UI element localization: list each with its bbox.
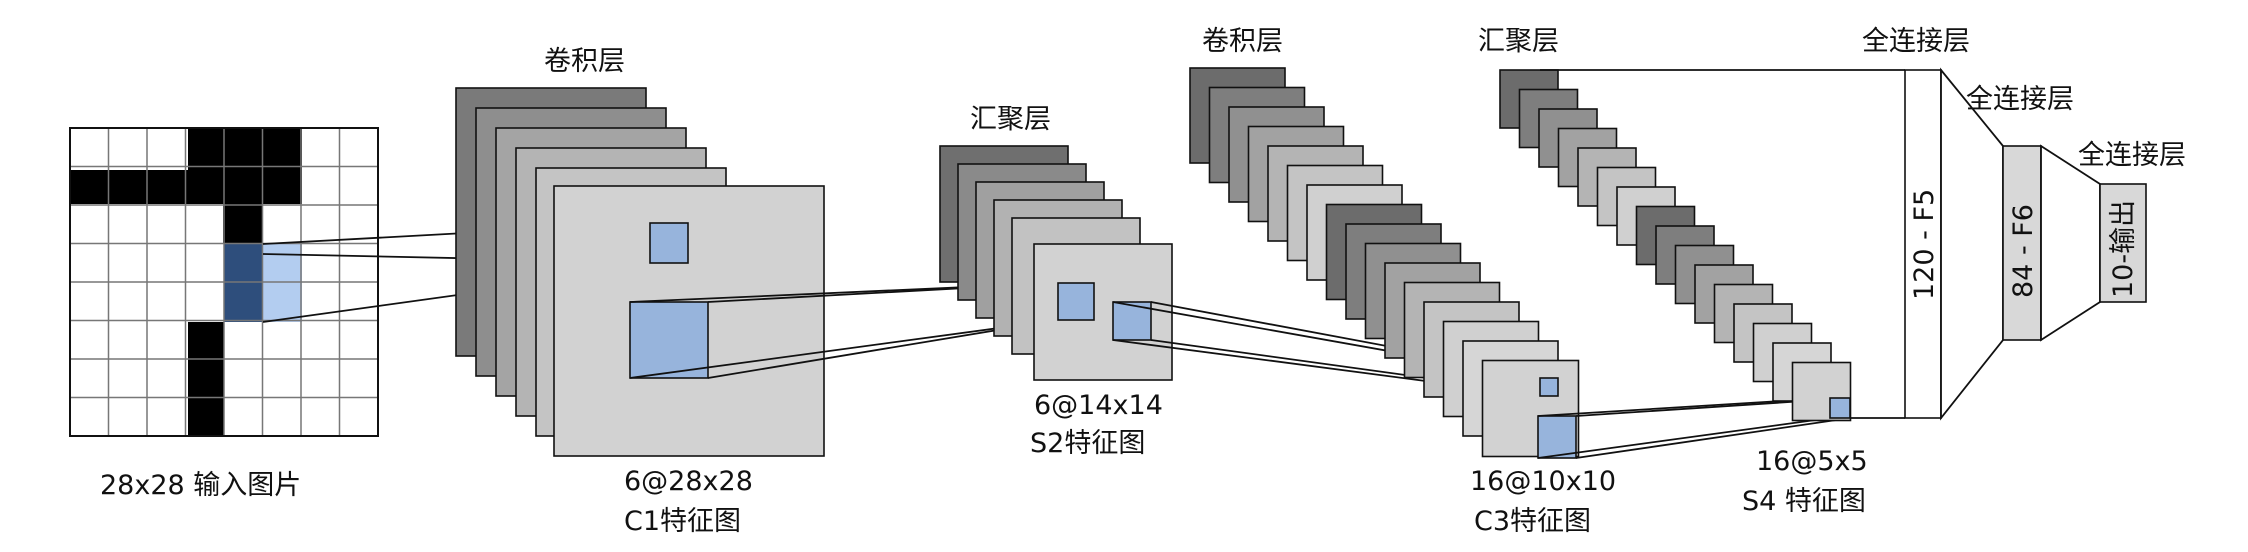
input-image-grid	[69, 127, 379, 437]
c3-title: 卷积层	[1202, 26, 1283, 57]
input-pixels-bar2	[188, 170, 302, 204]
c3-pool-window	[1537, 415, 1577, 459]
connector-s4-f5	[1540, 69, 1905, 419]
f6-title: 全连接层	[1966, 84, 2074, 115]
input-pixels-top	[188, 128, 302, 170]
input-receptive-field-light	[263, 244, 302, 322]
c1-receptive-small	[649, 222, 689, 264]
c3-window-a	[1539, 377, 1559, 397]
s2-feature-maps	[939, 145, 1173, 381]
c1-name: C1特征图	[624, 506, 741, 537]
c1-pool-window	[629, 301, 709, 379]
output-layer: 10-输出	[2099, 183, 2147, 303]
s4-window	[1829, 397, 1851, 419]
s4-size: 16@5x5	[1756, 446, 1868, 477]
f5-title: 全连接层	[1862, 26, 1970, 57]
f6-label: 84 - F6	[2008, 204, 2039, 298]
connector-f6-out	[2040, 144, 2101, 342]
s2-window-a	[1057, 282, 1095, 321]
output-title: 全连接层	[2078, 140, 2186, 171]
s2-title: 汇聚层	[970, 104, 1051, 135]
connector-f5-f6	[1940, 67, 2004, 421]
c1-size: 6@28x28	[624, 466, 753, 497]
c3-size: 16@10x10	[1470, 466, 1616, 497]
f5-label: 120 - F5	[1909, 189, 1940, 300]
s4-name: S4 特征图	[1742, 486, 1866, 517]
c3-feature-maps	[1189, 67, 1580, 459]
s4-title: 汇聚层	[1478, 26, 1559, 57]
s2-size: 6@14x14	[1034, 390, 1163, 421]
input-caption: 28x28 输入图片	[100, 470, 301, 501]
s4-feature-maps	[1499, 69, 1852, 422]
f6-layer: 84 - F6	[2002, 145, 2042, 341]
input-pixels-stem-bottom	[188, 322, 224, 436]
c1-title: 卷积层	[544, 46, 625, 77]
input-pixels-bar	[70, 170, 188, 204]
f5-layer: 120 - F5	[1904, 69, 1942, 419]
input-pixels-stem-top	[223, 204, 262, 244]
c1-feature-maps	[455, 87, 825, 457]
input-receptive-field-dark	[224, 244, 263, 322]
c3-name: C3特征图	[1474, 506, 1591, 537]
s2-name: S2特征图	[1030, 428, 1145, 459]
output-label: 10-输出	[2108, 200, 2139, 298]
